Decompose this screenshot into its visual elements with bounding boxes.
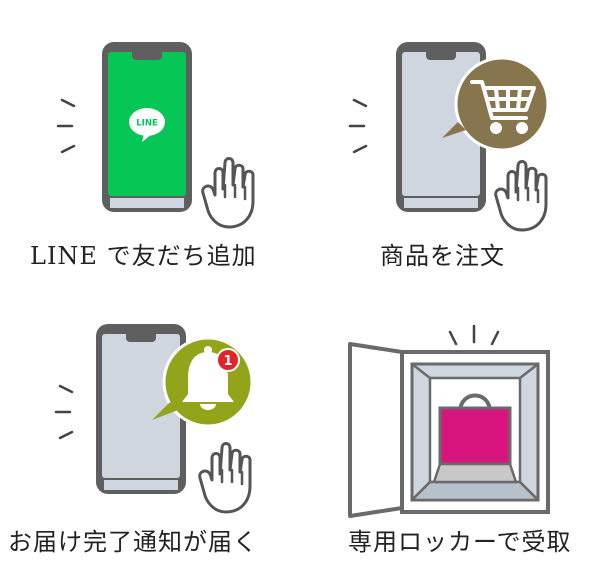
step-line-add-friend: LINE LINE で友だち追加 bbox=[30, 30, 300, 280]
motion-lines-icon bbox=[54, 384, 74, 440]
notification-count: 1 bbox=[223, 354, 232, 369]
line-logo-icon: LINE bbox=[129, 108, 165, 142]
motion-lines-icon bbox=[56, 98, 76, 154]
step-caption: お届け完了通知が届く bbox=[8, 528, 258, 556]
smartphone-icon bbox=[96, 324, 186, 494]
phone-cart-illustration bbox=[348, 42, 550, 232]
shopping-cart-icon bbox=[470, 80, 536, 134]
phone-bell-illustration: 1 bbox=[54, 324, 254, 514]
step-order-product: 商品を注文 bbox=[330, 30, 590, 280]
step-caption: 商品を注文 bbox=[380, 242, 505, 270]
motion-lines-icon bbox=[348, 98, 368, 154]
step-locker-pickup: 専用ロッカーで受取 bbox=[340, 312, 590, 562]
notification-badge: 1 bbox=[216, 348, 240, 372]
hand-pointer-icon bbox=[494, 160, 548, 232]
sparkle-lines-icon bbox=[448, 324, 500, 346]
step-delivery-notification: 1 お届け完了通知が届く bbox=[8, 312, 300, 562]
line-logo-text: LINE bbox=[136, 119, 158, 129]
hand-pointer-icon bbox=[201, 157, 255, 229]
phone-line-illustration: LINE bbox=[56, 42, 255, 229]
locker-illustration bbox=[348, 324, 550, 518]
speech-bubble-cart bbox=[442, 56, 550, 152]
shopping-bag-icon bbox=[432, 393, 518, 484]
step-caption: 専用ロッカーで受取 bbox=[348, 528, 572, 556]
step-caption: LINE で友だち追加 bbox=[30, 242, 257, 270]
hand-pointer-icon bbox=[198, 442, 252, 514]
speech-bubble-bell: 1 bbox=[152, 336, 254, 428]
